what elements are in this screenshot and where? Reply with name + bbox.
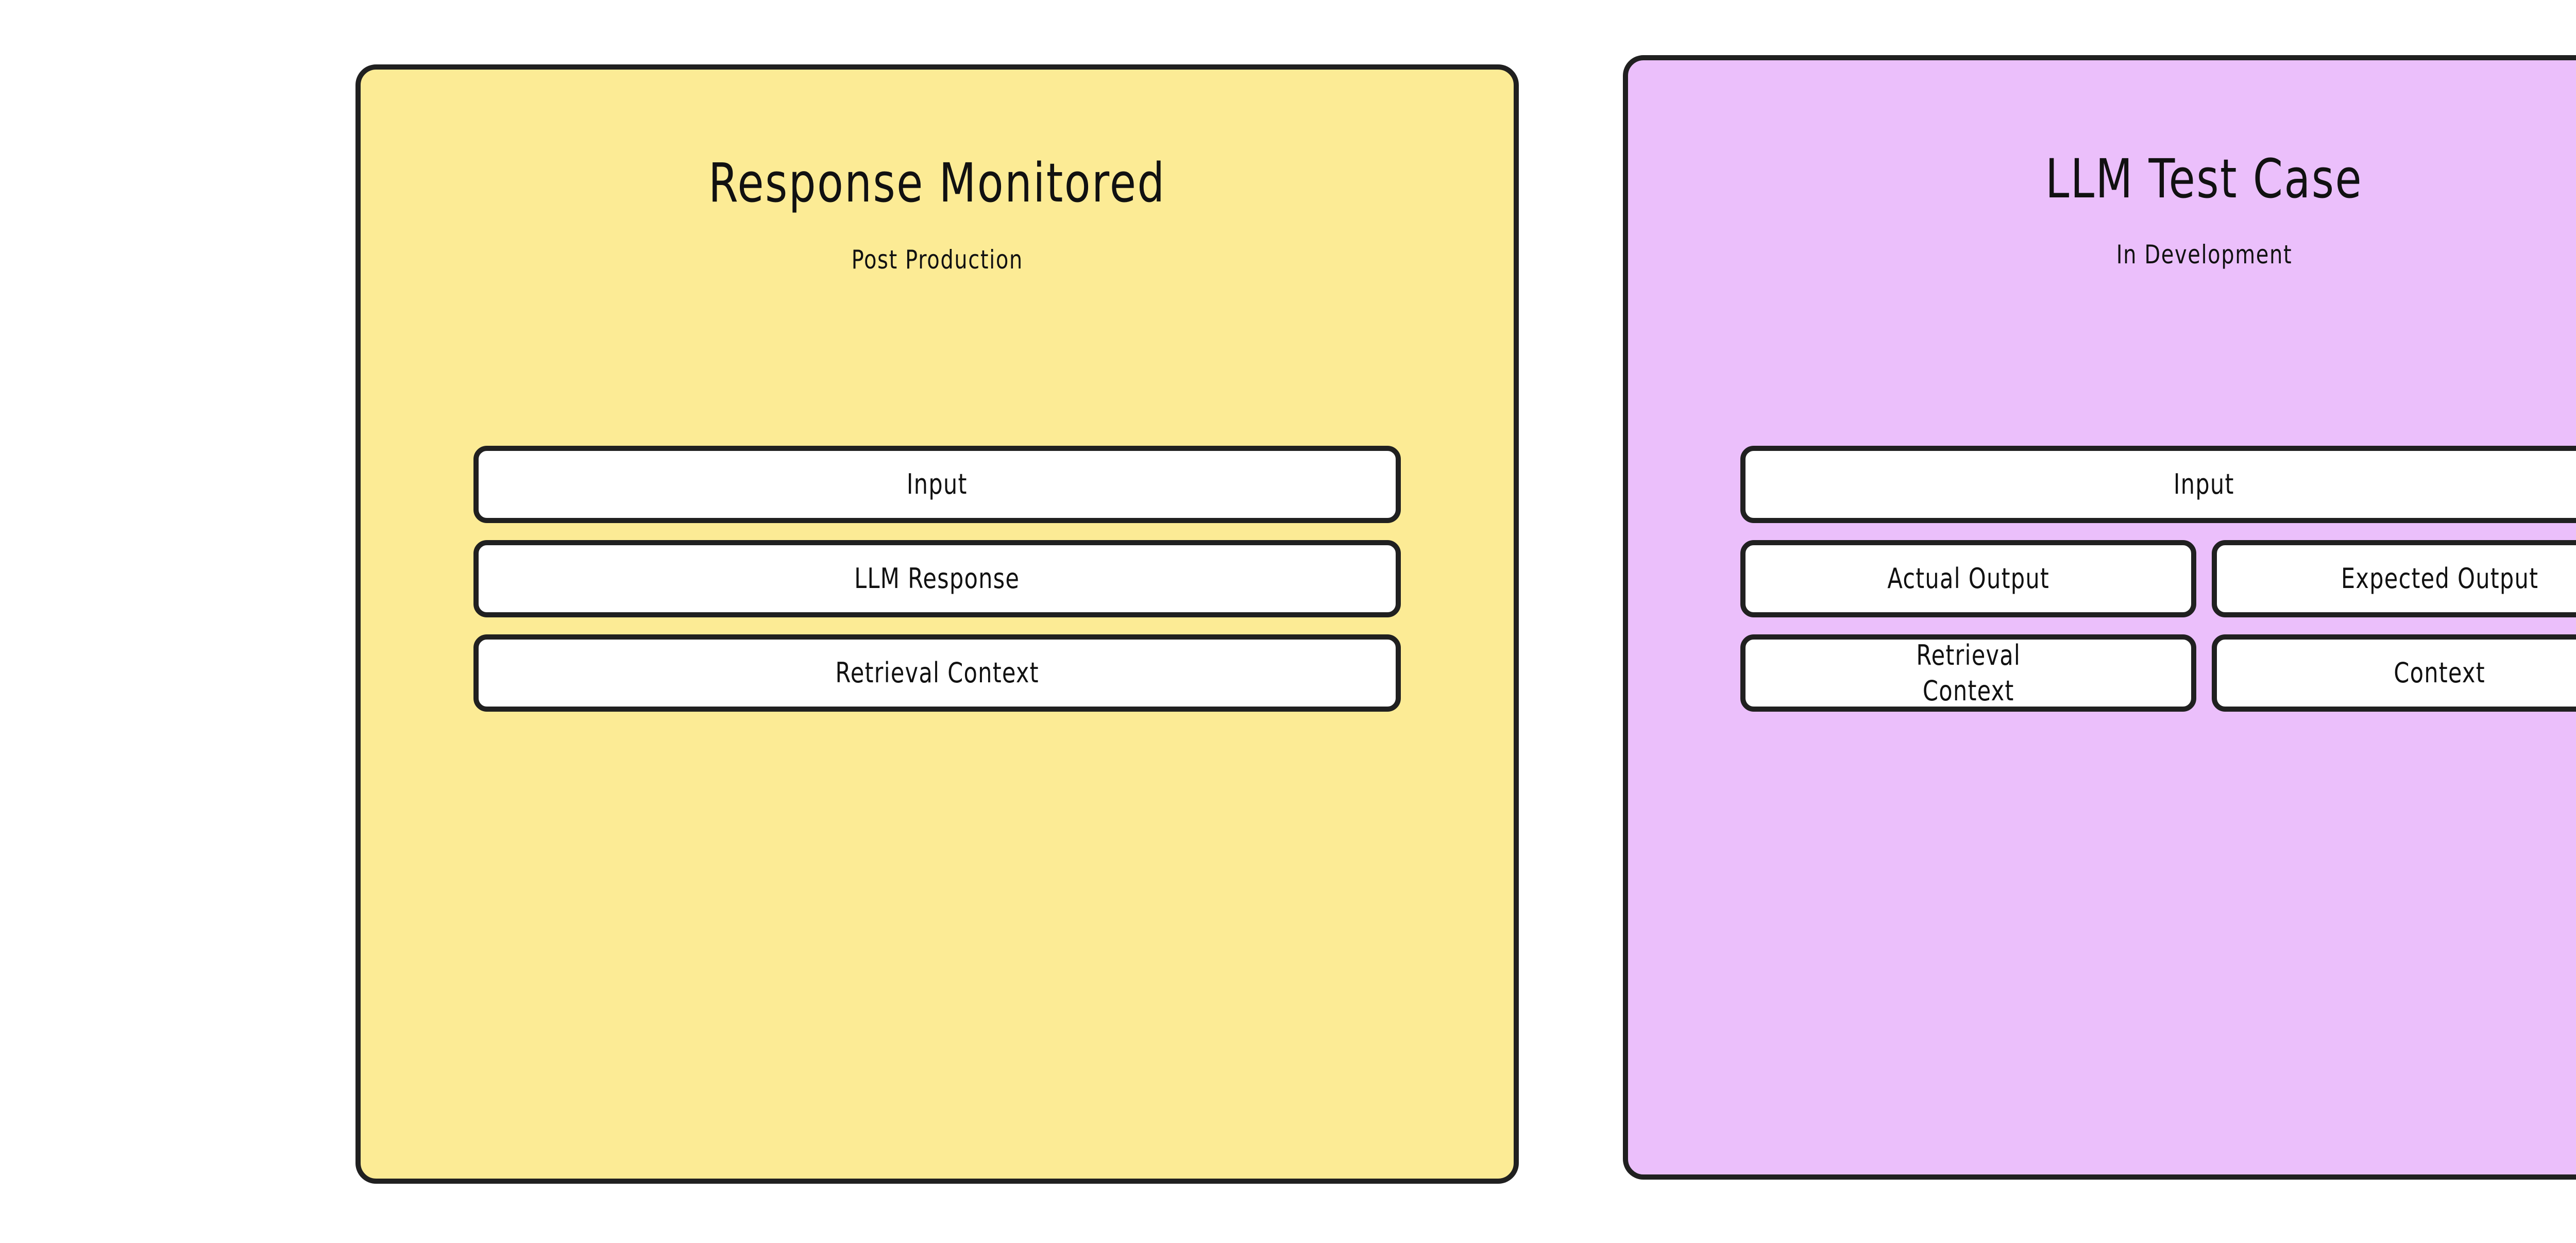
field-box-input[interactable]: Input (473, 446, 1401, 523)
field-row-contexts: Retrieval Context Context (1740, 634, 2576, 712)
field-box-context[interactable]: Context (2212, 634, 2576, 712)
field-box-test-retrieval-context[interactable]: Retrieval Context (1740, 634, 2196, 712)
field-label-llm-response: LLM Response (854, 562, 1020, 595)
field-box-test-input[interactable]: Input (1740, 446, 2576, 523)
field-row-outputs: Actual Output Expected Output (1740, 540, 2576, 617)
field-box-expected-output[interactable]: Expected Output (2212, 540, 2576, 617)
field-box-actual-output[interactable]: Actual Output (1740, 540, 2196, 617)
field-stack-llm-test-case: Input Actual Output Expected Output Retr… (1628, 446, 2576, 712)
field-label-test-input: Input (2174, 468, 2234, 501)
field-label-input: Input (907, 468, 968, 501)
field-label-context: Context (2394, 657, 2486, 690)
panel-subtitle-llm-test-case: In Development (2116, 240, 2292, 270)
field-box-llm-response[interactable]: LLM Response (473, 540, 1401, 617)
panel-llm-test-case: LLM Test Case In Development Input Actua… (1623, 55, 2576, 1180)
panel-title-response-monitored: Response Monitored (708, 152, 1166, 214)
panel-subtitle-response-monitored: Post Production (851, 245, 1023, 275)
field-stack-response-monitored: Input LLM Response Retrieval Context (361, 446, 1514, 712)
panel-response-monitored: Response Monitored Post Production Input… (355, 64, 1519, 1184)
panel-title-llm-test-case: LLM Test Case (2045, 147, 2363, 210)
field-label-actual-output: Actual Output (1887, 562, 2049, 595)
field-label-expected-output: Expected Output (2341, 562, 2539, 595)
field-label-test-retrieval-context: Retrieval Context (1916, 639, 2021, 707)
field-box-retrieval-context[interactable]: Retrieval Context (473, 634, 1401, 712)
field-label-retrieval-context: Retrieval Context (835, 657, 1039, 690)
